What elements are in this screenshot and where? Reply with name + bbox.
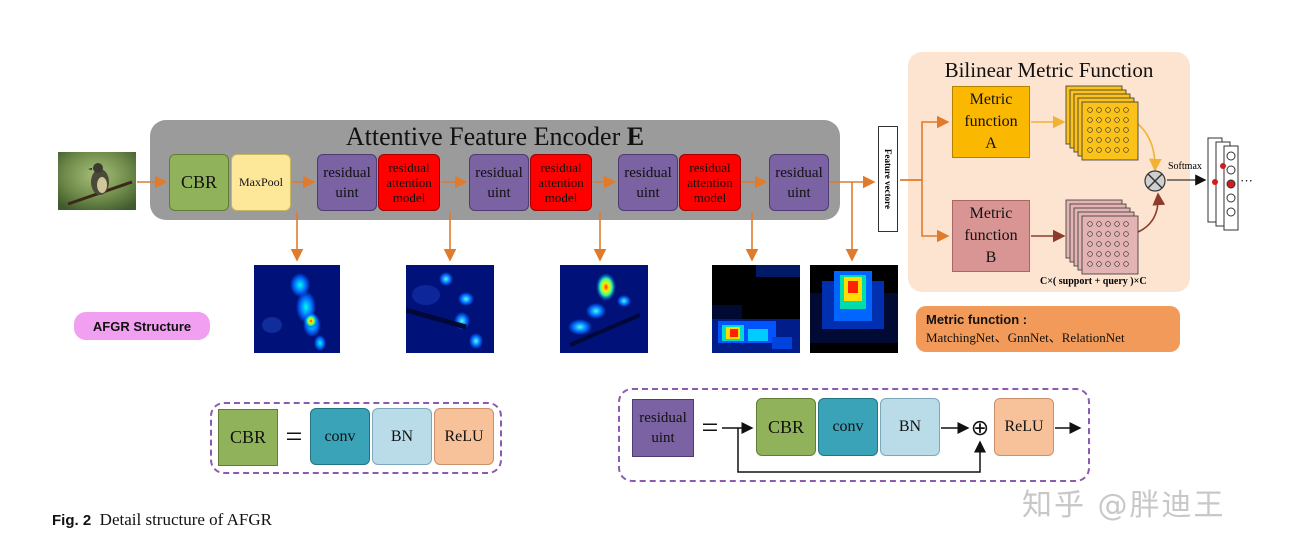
arrow-a-multiply — [1137, 123, 1162, 172]
arrow-b-multiply — [1137, 192, 1166, 233]
encoder-title: Attentive Feature Encoder E — [345, 122, 645, 151]
cbr-legend-cbr: CBR — [218, 409, 278, 466]
dimension-label: C×( support + query )×C — [1040, 276, 1147, 287]
residual-legend-equals: = — [701, 411, 719, 444]
ellipsis: ··· — [1240, 173, 1253, 188]
attention-heatmap-2 — [406, 265, 494, 353]
attention-heatmap-5 — [810, 265, 898, 353]
metric-note-items: MatchingNet、GnnNet、RelationNet — [926, 330, 1125, 345]
attention-heatmap-1 — [254, 265, 340, 353]
metric-function-note: Metric function : MatchingNet、GnnNet、Rel… — [916, 306, 1180, 352]
residual-legend-cbr: CBR — [756, 398, 816, 456]
feature-vector: Feature vectore — [878, 126, 898, 232]
figure-caption: Fig. 2 Detail structure of AFGR — [52, 510, 273, 529]
softmax-label: Softmax — [1168, 161, 1202, 172]
watermark: 知乎 @胖迪王 — [1022, 488, 1226, 523]
tensor-stack-a — [1065, 85, 1139, 161]
metric-note-title: Metric function : — [926, 312, 1028, 327]
residual-legend-bn: BN — [880, 398, 940, 456]
arrow-to-metric-b — [900, 179, 950, 243]
residual-legend-frame — [618, 388, 1090, 482]
attention-heatmap-3 — [560, 265, 648, 353]
arrow-to-metric-a — [900, 115, 950, 181]
arrow-skip-connection — [737, 428, 986, 473]
residual-legend-conv: conv — [818, 398, 878, 456]
residual-legend-relu: ReLU — [994, 398, 1054, 456]
afgr-structure-label: AFGR Structure — [74, 312, 210, 340]
cbr-legend-relu: ReLU — [434, 408, 494, 465]
cbr-legend-frame — [210, 402, 502, 474]
cbr-block: CBR — [169, 154, 229, 211]
cbr-legend-conv: conv — [310, 408, 370, 465]
tensor-stack-b — [1065, 199, 1139, 275]
cbr-legend-equals: = — [285, 420, 303, 453]
bilinear-title: Bilinear Metric Function — [944, 58, 1154, 82]
residual-legend-plus: ⊕ — [970, 415, 990, 440]
input-bird-image — [58, 152, 136, 210]
multiply-operator-icon — [1144, 170, 1166, 192]
cbr-legend-bn: BN — [372, 408, 432, 465]
attention-heatmap-4 — [712, 265, 800, 353]
maxpool-block: MaxPool — [231, 154, 291, 211]
softmax-output-vectors — [1207, 137, 1239, 231]
